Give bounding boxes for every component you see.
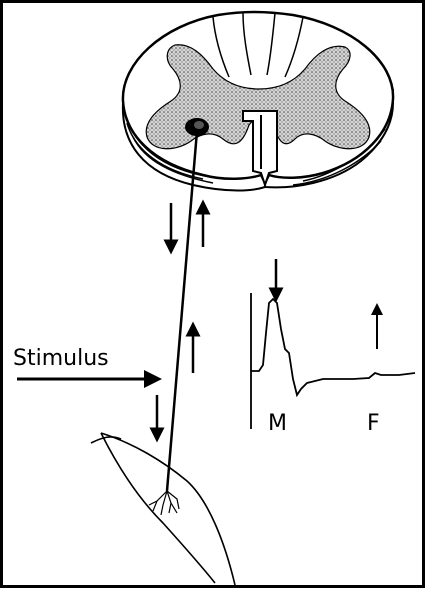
- m-wave-label: M: [268, 413, 287, 435]
- f-wave-label: F: [367, 413, 380, 435]
- motor-axon: [167, 131, 197, 491]
- muscle-outline-left: [101, 433, 215, 583]
- emg-recording: [251, 259, 415, 429]
- neuromuscular-endings: [149, 491, 179, 515]
- diagram-canvas: [3, 3, 425, 591]
- spinal-cord-cross-section: [123, 12, 393, 191]
- muscle-outline-right: [101, 433, 235, 585]
- muscle: [91, 433, 235, 585]
- stimulus-label: Stimulus: [13, 348, 109, 370]
- emg-trace: [251, 299, 415, 395]
